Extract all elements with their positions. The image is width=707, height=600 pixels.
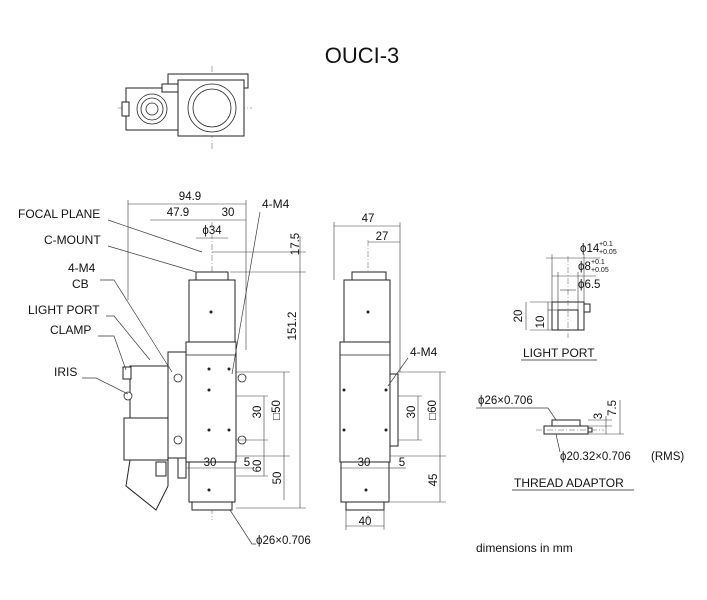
dim-hole-spacing: 30: [252, 406, 264, 419]
dim-thread: ϕ26×0.706: [256, 535, 311, 547]
dim-bottom-50: 50: [272, 472, 284, 485]
dim-bottom-30: 30: [204, 457, 217, 469]
footer-note: dimensions in mm: [476, 541, 573, 555]
label-4-m4: 4-M4: [68, 261, 96, 275]
label-focal-plane: FOCAL PLANE: [18, 207, 100, 221]
dim-top-offset: 17.5: [290, 233, 302, 255]
dim-bottom-5: 5: [244, 457, 250, 469]
side-view: 94.9 47.9 30 ϕ34 17.5 151.2 □50 30 60 50…: [18, 191, 311, 547]
dim-front-base-width: 40: [359, 516, 372, 528]
dim-lp-d14: ϕ14: [580, 243, 600, 255]
dim-half-width: 30: [222, 207, 235, 219]
dim-front-body-square: □60: [427, 400, 439, 420]
label-4-m4-right: 4-M4: [262, 197, 290, 211]
dim-front-height-45: 45: [428, 474, 440, 487]
front-view: 47 27 4-M4 □60 30 45 30 5 40: [333, 213, 446, 530]
dim-body-square: □50: [271, 400, 283, 420]
label-c-mount: C-MOUNT: [44, 233, 101, 247]
dim-front-bottom-30: 30: [358, 457, 371, 469]
label-light-port: LIGHT PORT: [28, 303, 100, 317]
label-clamp: CLAMP: [50, 323, 91, 337]
dim-lp-h10: 10: [535, 316, 547, 329]
top-view: [118, 66, 252, 150]
drawing-title: OUCI-3: [325, 43, 400, 68]
dim-offset: 47.9: [167, 207, 189, 219]
thread-adaptor-detail: ϕ26×0.706 3 7.5 ϕ20.32×0.706 (RMS) THREA…: [476, 395, 684, 491]
dim-bottom-60: 60: [252, 460, 264, 473]
dim-front-center: 27: [376, 231, 389, 243]
dim-height: 151.2: [287, 312, 299, 341]
dim-lp-d8: ϕ8: [578, 261, 591, 273]
dim-lp-d65: ϕ6.5: [578, 279, 600, 291]
dim-ta-h75: 7.5: [607, 400, 619, 416]
dim-mount-diameter: ϕ34: [202, 225, 222, 237]
dim-ta-h3: 3: [593, 413, 605, 419]
label-iris: IRIS: [54, 365, 77, 379]
dim-lp-d14-tol-plus: +0.1: [599, 241, 613, 248]
label-thread-adaptor: THREAD ADAPTOR: [514, 476, 624, 490]
label-front-4-m4: 4-M4: [410, 345, 438, 359]
label-cb: CB: [72, 277, 89, 291]
dim-lp-d8-tol-plus: +0.1: [591, 259, 605, 266]
dim-overall-width: 94.9: [179, 191, 201, 203]
dim-ta-inner-thread: ϕ20.32×0.706: [560, 451, 631, 463]
dim-lp-d14-tol-minus: +0.05: [599, 249, 617, 256]
dim-lp-d8-tol-minus: +0.05: [591, 267, 609, 274]
dim-ta-outer-thread: ϕ26×0.706: [478, 395, 533, 407]
dim-front-width: 47: [362, 213, 375, 225]
dim-front-hole-spacing: 30: [406, 406, 418, 419]
dim-front-bottom-5: 5: [399, 457, 405, 469]
dim-lp-h20: 20: [513, 310, 525, 323]
light-port-detail: 20 10 ϕ14 +0.1 +0.05 ϕ8 +0.1 +0.05 ϕ6.5 …: [513, 241, 617, 361]
label-light-port-detail: LIGHT PORT: [523, 346, 595, 360]
dim-ta-inner-thread-note: (RMS): [651, 451, 684, 463]
